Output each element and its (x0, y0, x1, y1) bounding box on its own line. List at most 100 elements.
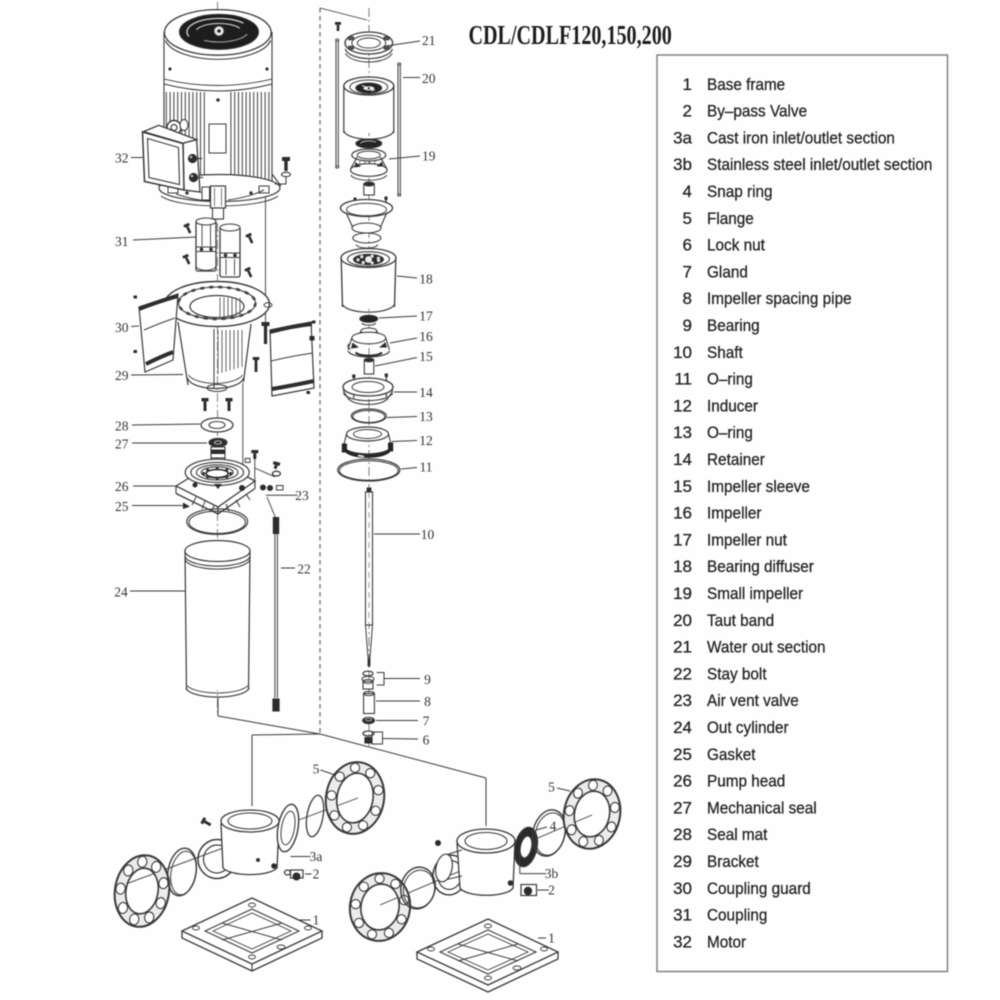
svg-text:1: 1 (683, 75, 692, 94)
svg-text:20: 20 (673, 611, 692, 630)
svg-text:32: 32 (115, 150, 129, 165)
svg-text:16: 16 (419, 329, 433, 344)
svg-text:5: 5 (548, 780, 555, 795)
svg-text:16: 16 (673, 504, 692, 523)
svg-text:Bracket: Bracket (707, 852, 759, 871)
svg-text:Shaft: Shaft (707, 343, 743, 362)
svg-text:Mechanical seal: Mechanical seal (707, 798, 817, 817)
svg-text:Pump head: Pump head (707, 772, 785, 791)
svg-text:Stainless steel inlet/outlet s: Stainless steel inlet/outlet section (707, 155, 932, 174)
svg-text:21: 21 (673, 638, 692, 657)
svg-text:Impeller: Impeller (707, 504, 762, 523)
svg-text:Bearing diffuser: Bearing diffuser (707, 557, 814, 576)
svg-text:28: 28 (673, 825, 692, 844)
svg-text:Water out section: Water out section (707, 638, 826, 657)
svg-text:Inducer: Inducer (707, 396, 758, 415)
svg-text:By–pass Valve: By–pass Valve (707, 102, 807, 121)
svg-text:2: 2 (683, 102, 692, 121)
svg-text:13: 13 (673, 423, 692, 442)
svg-text:24: 24 (673, 718, 692, 737)
svg-text:18: 18 (419, 272, 433, 287)
svg-text:14: 14 (673, 450, 692, 469)
svg-text:14: 14 (419, 385, 433, 400)
svg-text:Gland: Gland (707, 262, 748, 281)
svg-text:12: 12 (419, 433, 433, 448)
svg-text:9: 9 (424, 672, 431, 687)
svg-text:Impeller sleeve: Impeller sleeve (707, 477, 810, 496)
svg-text:Base frame: Base frame (707, 75, 785, 94)
svg-text:15: 15 (673, 477, 692, 496)
svg-text:31: 31 (115, 234, 129, 249)
svg-text:29: 29 (115, 368, 129, 383)
svg-text:5: 5 (683, 209, 692, 228)
svg-text:32: 32 (673, 932, 692, 951)
svg-text:Snap ring: Snap ring (707, 182, 773, 201)
svg-text:4: 4 (550, 819, 557, 834)
svg-text:9: 9 (683, 316, 692, 335)
svg-text:26: 26 (115, 479, 129, 494)
svg-text:O–ring: O–ring (707, 370, 753, 389)
svg-text:Retainer: Retainer (707, 450, 765, 469)
svg-text:3b: 3b (545, 866, 559, 881)
svg-text:31: 31 (673, 906, 692, 925)
svg-text:7: 7 (683, 262, 692, 281)
svg-text:Cast iron inlet/outlet section: Cast iron inlet/outlet section (707, 128, 895, 147)
svg-text:20: 20 (422, 71, 436, 86)
svg-text:Out cylinder: Out cylinder (707, 718, 789, 737)
svg-text:Seal mat: Seal mat (707, 825, 768, 844)
svg-text:28: 28 (115, 419, 129, 434)
svg-text:15: 15 (419, 349, 433, 364)
svg-text:12: 12 (673, 396, 692, 415)
svg-text:Impeller spacing pipe: Impeller spacing pipe (707, 289, 852, 308)
svg-text:23: 23 (673, 691, 692, 710)
svg-text:19: 19 (673, 584, 692, 603)
svg-text:Taut band: Taut band (707, 611, 774, 630)
svg-text:2: 2 (313, 867, 320, 882)
svg-text:11: 11 (674, 370, 692, 389)
svg-text:17: 17 (419, 308, 433, 323)
svg-text:4: 4 (683, 182, 692, 201)
svg-text:27: 27 (115, 437, 129, 452)
svg-text:17: 17 (673, 530, 692, 549)
svg-text:3a: 3a (310, 849, 323, 864)
svg-text:21: 21 (422, 33, 436, 48)
svg-text:24: 24 (114, 584, 128, 599)
svg-text:6: 6 (683, 236, 692, 255)
svg-text:22: 22 (297, 561, 311, 576)
svg-text:O–ring: O–ring (707, 423, 753, 442)
svg-text:18: 18 (673, 557, 692, 576)
svg-text:Lock nut: Lock nut (707, 236, 765, 255)
svg-text:25: 25 (115, 499, 129, 514)
svg-text:22: 22 (673, 664, 692, 683)
svg-text:11: 11 (420, 460, 433, 475)
svg-text:Flange: Flange (707, 209, 754, 228)
svg-text:Impeller nut: Impeller nut (707, 530, 787, 549)
svg-text:10: 10 (421, 527, 435, 542)
svg-text:13: 13 (419, 409, 433, 424)
svg-text:10: 10 (673, 343, 692, 362)
svg-text:6: 6 (423, 733, 430, 748)
svg-text:Coupling: Coupling (707, 906, 767, 925)
svg-text:27: 27 (673, 798, 692, 817)
svg-text:8: 8 (424, 694, 431, 709)
svg-text:19: 19 (422, 148, 436, 163)
svg-text:5: 5 (313, 762, 320, 777)
svg-text:30: 30 (115, 320, 129, 335)
svg-text:26: 26 (673, 772, 692, 791)
svg-text:Coupling guard: Coupling guard (707, 879, 811, 898)
svg-text:25: 25 (673, 745, 692, 764)
svg-text:8: 8 (683, 289, 692, 308)
svg-text:1: 1 (548, 931, 555, 946)
svg-text:Motor: Motor (707, 932, 746, 951)
svg-text:29: 29 (673, 852, 692, 871)
svg-text:1: 1 (313, 913, 320, 928)
svg-text:2: 2 (548, 883, 555, 898)
svg-text:30: 30 (673, 879, 692, 898)
svg-text:Bearing: Bearing (707, 316, 760, 335)
svg-text:Small impeller: Small impeller (707, 584, 803, 603)
svg-text:Gasket: Gasket (707, 745, 756, 764)
svg-text:3b: 3b (673, 155, 692, 174)
svg-text:Stay bolt: Stay bolt (707, 664, 767, 683)
svg-text:7: 7 (423, 714, 430, 729)
svg-text:23: 23 (295, 488, 309, 503)
